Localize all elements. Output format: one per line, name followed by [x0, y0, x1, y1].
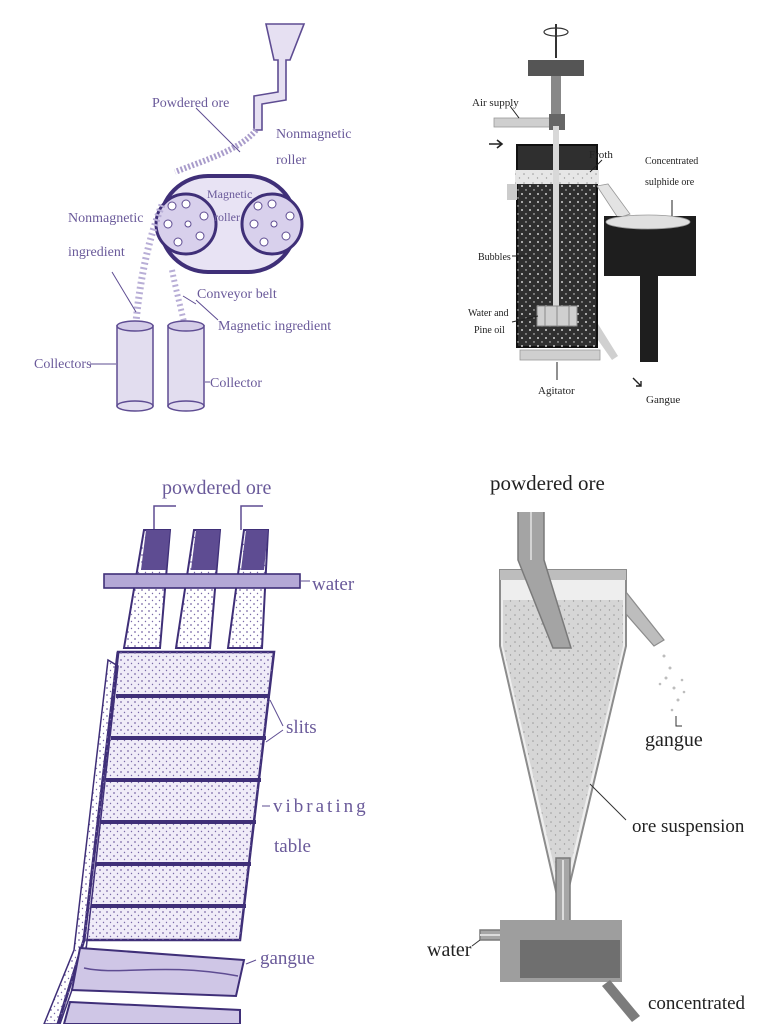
label-agitator: Agitator	[538, 385, 575, 397]
ore-chute-2	[174, 529, 222, 649]
leader-magnetic-ingredient	[195, 299, 219, 321]
concentrate-outlet	[602, 980, 640, 1022]
label-powdered-ore: powdered ore	[490, 471, 605, 495]
label-collector: Collector	[210, 376, 262, 391]
air-supply-pipe	[493, 117, 553, 128]
label-gangue: Gangue	[646, 394, 680, 406]
label-froth: Froth	[589, 149, 613, 161]
inlet-arrow-icon	[489, 139, 504, 149]
gangue-droplets	[658, 654, 686, 712]
wilfley-table-diagram: powdered ore water slits vibrating table…	[43, 477, 369, 1024]
label-collectors: Collectors	[34, 357, 92, 372]
label-concentrated-2: sulphide ore	[645, 177, 695, 188]
label-slits: slits	[286, 717, 317, 738]
label-water: water	[427, 939, 472, 961]
label-nonmagnetic-roller-1: Nonmagnetic	[276, 127, 351, 142]
label-conveyor-belt: Conveyor belt	[197, 287, 277, 302]
hopper-icon	[253, 23, 306, 131]
label-concentrated: concentrated	[648, 993, 746, 1014]
label-air-supply: Air supply	[472, 97, 519, 109]
magnetic-separation-diagram: Powdered ore Nonmagnetic roller Magnetic…	[34, 23, 351, 412]
hydraulic-classifier-diagram: powdered ore gangue ore suspension water…	[427, 471, 746, 1022]
label-powdered-ore: Powdered ore	[152, 96, 229, 111]
ore-chute-3	[226, 529, 270, 649]
label-vibrating: vibrating	[273, 796, 369, 817]
label-water: water	[312, 574, 355, 595]
motor-block	[528, 60, 584, 76]
ore-stream	[173, 128, 259, 175]
collector-right-icon	[167, 320, 205, 412]
nonmagnetic-stream	[132, 203, 166, 323]
label-concentrated-1: Concentrated	[645, 156, 698, 167]
label-water-pine-2: Pine oil	[474, 325, 505, 336]
leader-conveyor-belt	[182, 295, 197, 305]
leader-powdered-ore	[195, 107, 241, 153]
label-nonmagnetic-ingredient-1: Nonmagnetic	[68, 211, 143, 226]
concentrate-tray	[604, 216, 696, 362]
gangue-arrow-icon	[632, 377, 642, 387]
label-magnetic-ingredient: Magnetic ingredient	[218, 319, 331, 334]
label-gangue: gangue	[260, 948, 315, 969]
label-bubbles: Bubbles	[478, 252, 511, 263]
label-magnetic-roller-1: Magnetic	[207, 187, 252, 201]
label-water-pine-1: Water and	[468, 308, 509, 319]
collector-left-icon	[116, 320, 154, 412]
label-table: table	[274, 836, 311, 857]
water-pipe	[103, 573, 301, 589]
leader-nonmagnetic-ingredient	[111, 271, 137, 313]
label-magnetic-roller-2: roller	[214, 210, 240, 224]
label-powdered-ore: powdered ore	[162, 477, 272, 499]
label-gangue: gangue	[645, 729, 703, 751]
table-slits	[91, 694, 270, 908]
label-nonmagnetic-ingredient-2: ingredient	[68, 245, 125, 260]
magnetic-stream	[169, 269, 187, 323]
ore-chute-1	[122, 529, 172, 649]
powdered-ore-bracket	[153, 505, 263, 530]
froth-flotation-diagram: Air supply Froth Concentrated sulphide o…	[468, 24, 698, 406]
label-ore-suspension: ore suspension	[632, 816, 745, 837]
gangue-trough	[70, 946, 246, 998]
label-nonmagnetic-roller-2: roller	[276, 153, 307, 168]
gangue-overflow-pipe	[625, 590, 665, 647]
froth-chute	[596, 183, 631, 219]
